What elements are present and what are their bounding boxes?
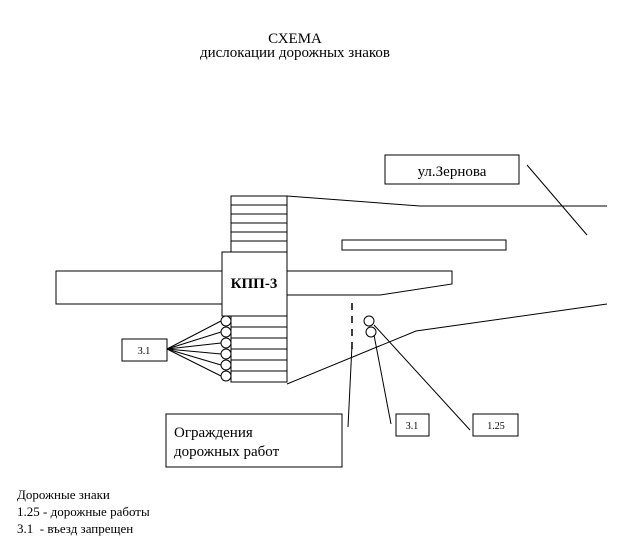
street-pointer-line bbox=[526, 164, 588, 236]
street-label: ул.Зернова bbox=[418, 164, 487, 180]
sign-circle bbox=[220, 348, 232, 360]
sign-circle bbox=[220, 359, 232, 371]
fence-label-box bbox=[165, 413, 343, 468]
road-sign-callout-a-box bbox=[395, 413, 430, 437]
road-lower-edge bbox=[286, 303, 608, 385]
checkpoint-label: КПП-3 bbox=[231, 276, 278, 292]
left-sign-callout-label: 3.1 bbox=[138, 346, 151, 357]
road-sign-leader-a bbox=[373, 334, 392, 425]
upper-barrier-block bbox=[230, 195, 288, 253]
road-sign-callout-a-label: 3.1 bbox=[406, 421, 419, 432]
fence-label-line2: дорожных работ bbox=[174, 444, 280, 460]
left-callout-leaders bbox=[166, 320, 222, 377]
road-sign-leader-b bbox=[373, 324, 471, 431]
checkpoint-box bbox=[221, 251, 288, 317]
legend-item: 3.1 - въезд запрещен bbox=[17, 521, 133, 536]
road-sign-circle-lower bbox=[365, 326, 377, 338]
right-road-segment bbox=[286, 270, 453, 296]
left-road-segment bbox=[55, 270, 223, 305]
left-sign-circles bbox=[220, 315, 232, 382]
median-strip bbox=[341, 239, 507, 251]
fence-label-line1: Ограждения bbox=[174, 425, 253, 441]
sign-circle bbox=[220, 337, 232, 349]
diagram-subtitle: дислокации дорожных знаков bbox=[200, 45, 390, 61]
fence-pointer-line bbox=[347, 344, 353, 428]
street-label-box bbox=[384, 154, 520, 185]
sign-circle bbox=[220, 315, 232, 327]
left-sign-callout-box bbox=[121, 338, 168, 362]
legend-item: 1.25 - дорожные работы bbox=[17, 504, 150, 519]
road-upper-edge bbox=[286, 195, 607, 207]
road-sign-callout-b-box bbox=[472, 413, 519, 437]
diagram-title: СХЕМА bbox=[268, 31, 322, 47]
road-sign-circle-upper bbox=[363, 315, 375, 327]
sign-circle bbox=[220, 370, 232, 382]
lower-barrier-block bbox=[230, 315, 288, 383]
road-sign-callout-b-label: 1.25 bbox=[487, 421, 505, 432]
legend-heading: Дорожные знаки bbox=[17, 487, 110, 502]
sign-circle bbox=[220, 326, 232, 338]
